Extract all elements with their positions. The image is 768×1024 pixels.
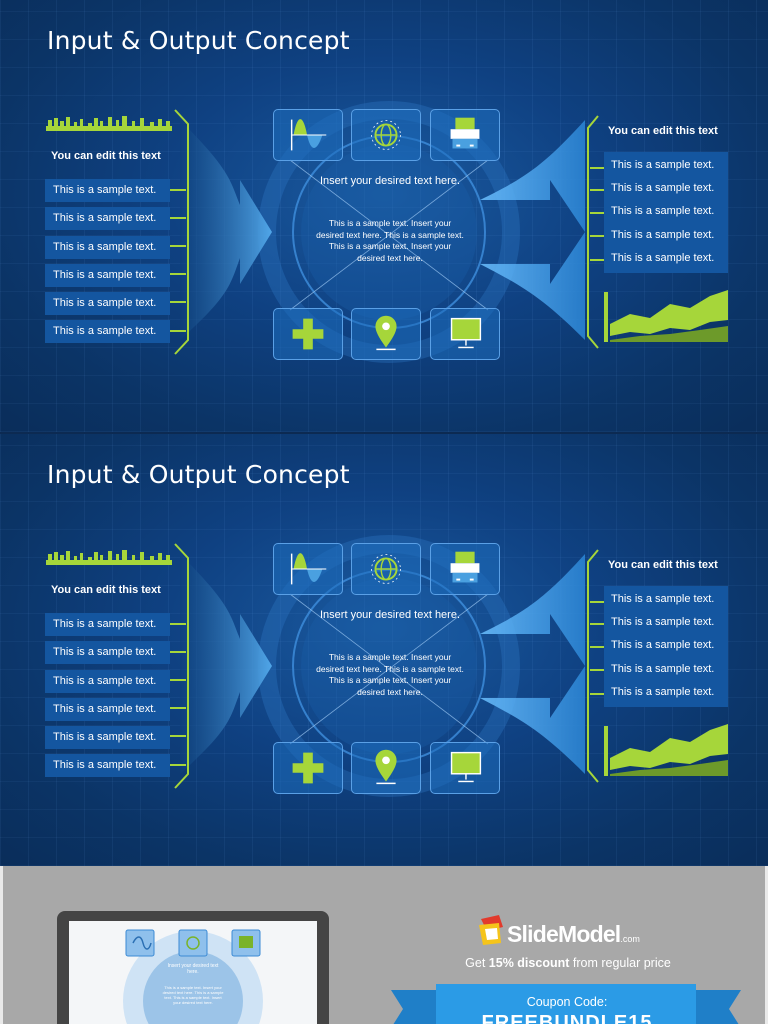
slide-2: Input & Output Concept You can edit this… (0, 434, 768, 866)
input-item: This is a sample text. (45, 726, 170, 750)
output-item: This is a sample text. (611, 662, 715, 675)
output-item: This is a sample text. (611, 639, 715, 652)
output-item: This is a sample text. (611, 616, 715, 629)
output-item: This is a sample text. (611, 159, 715, 171)
left-bracket (170, 543, 189, 789)
input-item: This is a sample text. (45, 263, 170, 287)
discount-text: Get 15% discount from regular price (423, 956, 713, 970)
output-list: This is a sample text. This is a sample … (604, 586, 728, 707)
slide-title: Input & Output Concept (47, 460, 350, 489)
input-item: This is a sample text. (45, 179, 170, 202)
input-list: This is a sample text. This is a sample … (45, 613, 170, 783)
left-heading: You can edit this text (51, 150, 161, 162)
logo-suffix: .com (620, 934, 640, 944)
right-bracket (587, 549, 604, 783)
input-list: This is a sample text. This is a sample … (45, 179, 170, 349)
coupon-ribbon (391, 984, 741, 1024)
input-item: This is a sample text. (45, 641, 170, 665)
left-heading: You can edit this text (51, 584, 161, 596)
globe-icon (351, 109, 421, 161)
discount-suffix: from regular price (569, 956, 671, 970)
input-item: This is a sample text. (45, 292, 170, 316)
output-item: This is a sample text. (611, 182, 715, 195)
center-title: Insert your desired text here. (320, 609, 461, 621)
coupon-code: FREEBUNDLE15 (481, 1012, 653, 1024)
preview-center-body: This is a sample text. Insert your desir… (162, 985, 224, 1005)
discount-value: 15% (488, 956, 514, 970)
printer-icon (430, 543, 500, 595)
center-body: This is a sample text. Insert your desir… (316, 218, 464, 263)
slidemodel-logo: SlideModel.com (477, 913, 657, 949)
center-body: This is a sample text. Insert your desir… (316, 652, 464, 697)
logo-wordmark: SlideModel.com (507, 921, 640, 948)
left-bar-histogram (46, 116, 172, 131)
output-item: This is a sample text. (611, 228, 715, 241)
input-item: This is a sample text. (45, 613, 170, 636)
right-bracket (587, 115, 604, 349)
slide-1: Input & Output Concept You can edit this… (0, 0, 768, 432)
right-heading: You can edit this text (608, 559, 718, 571)
center-title: Insert your desired text here. (320, 175, 461, 187)
output-item: This is a sample text. (611, 685, 715, 698)
globe-icon (351, 543, 421, 595)
promo-banner: Insert your desired text here. This is a… (0, 866, 768, 1024)
wave-chart-icon (273, 109, 343, 161)
input-item: This is a sample text. (45, 235, 170, 259)
input-item: This is a sample text. (45, 669, 170, 693)
input-item: This is a sample text. (45, 697, 170, 721)
left-bar-histogram (46, 550, 172, 565)
right-heading: You can edit this text (608, 125, 718, 137)
right-funnel-arrow (480, 554, 585, 774)
right-area-chart (604, 290, 728, 342)
cross-icon (273, 742, 343, 794)
input-item: This is a sample text. (45, 320, 170, 344)
preview-slide-graphic (123, 929, 263, 1024)
input-item: This is a sample text. (45, 754, 170, 778)
left-bracket (170, 109, 189, 355)
promo-panel: Insert your desired text here. This is a… (3, 866, 765, 1024)
discount-word: discount (513, 956, 570, 970)
monitor-icon (430, 742, 500, 794)
laptop-screen: Insert your desired text here. This is a… (69, 921, 317, 1024)
wave-chart-icon (273, 543, 343, 595)
map-pin-icon (351, 742, 421, 794)
preview-center-title: Insert your desired text here. (167, 963, 219, 975)
laptop-preview: Insert your desired text here. This is a… (57, 911, 329, 1024)
coupon-label: Coupon Code: (526, 995, 608, 1009)
output-item: This is a sample text. (611, 593, 715, 605)
right-funnel-arrow (480, 120, 585, 340)
input-item: This is a sample text. (45, 207, 170, 231)
output-item: This is a sample text. (611, 251, 715, 264)
discount-prefix: Get (465, 956, 489, 970)
monitor-icon (430, 308, 500, 360)
left-funnel-arrow (180, 120, 272, 340)
cross-icon (273, 308, 343, 360)
output-list: This is a sample text. This is a sample … (604, 152, 728, 273)
slidemodel-logo-mark (479, 915, 503, 945)
slide-title: Input & Output Concept (47, 26, 350, 55)
printer-icon (430, 109, 500, 161)
logo-name: SlideModel (507, 921, 621, 947)
map-pin-icon (351, 308, 421, 360)
output-item: This is a sample text. (611, 205, 715, 218)
left-funnel-arrow (180, 554, 272, 774)
right-area-chart (604, 724, 728, 776)
